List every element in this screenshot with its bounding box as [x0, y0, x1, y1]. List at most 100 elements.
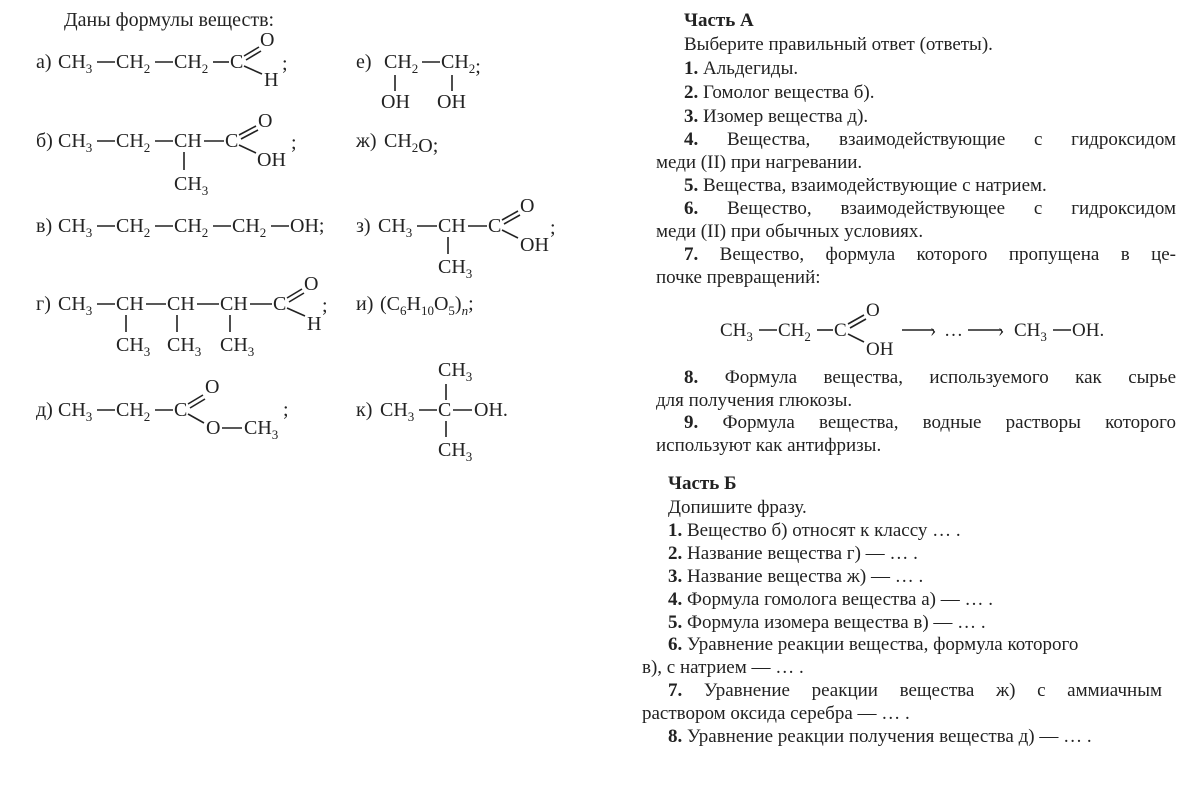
formula-b: б) CH3 CH2 CH C O OH ; CH3 [36, 110, 297, 198]
svg-text:CH3: CH3 [378, 215, 412, 240]
part-b-item: 5. Формула изомера вещества в) — … . [668, 612, 986, 633]
part-b-item: 3. Название вещества ж) — … . [668, 566, 924, 587]
svg-text:CH: CH [174, 130, 202, 152]
svg-text:ж): ж) [355, 130, 376, 152]
svg-text:C: C [174, 399, 187, 421]
svg-text:C: C [225, 130, 238, 152]
part-a-item-cont: для получения глюкозы. [656, 390, 853, 411]
part-b-item-cont: в), с натрием — … . [642, 657, 804, 678]
svg-text:O: O [205, 376, 219, 398]
svg-text:CH2: CH2 [232, 215, 266, 240]
svg-text:O: O [304, 273, 318, 295]
part-b-item: 8. Уравнение реакции получения вещества … [668, 726, 1092, 747]
svg-text:CH: CH [220, 293, 248, 315]
svg-text:з): з) [356, 215, 371, 237]
formula-i: и) (C6H10O5)n; [356, 293, 474, 318]
formula-e: е) CH2 CH2; OH OH [356, 51, 481, 113]
svg-text:е): е) [356, 51, 372, 73]
part-b-item: 4. Формула гомолога вещества а) — … . [668, 589, 993, 610]
reaction-chain: CH3 CH2 C O OH › … › CH3 OH. [720, 300, 1104, 360]
part-a-item: 5. Вещества, взаимодействующие с натрием… [684, 175, 1047, 196]
svg-text:CH: CH [116, 293, 144, 315]
formulas-column: Даны формулы веществ: а) CH3 CH2 CH2 C O… [36, 9, 556, 464]
svg-text:(C6H10O5)n;: (C6H10O5)n; [380, 293, 474, 318]
svg-text:H: H [264, 69, 278, 91]
formula-zh: ж) CH2O; [355, 130, 438, 157]
svg-text:в): в) [36, 215, 52, 237]
svg-text:CH2: CH2 [116, 130, 150, 155]
formula-d: д) CH3 CH2 C O O CH3 ; [36, 376, 289, 442]
formulas-heading: Даны формулы веществ: [64, 9, 274, 31]
svg-text:CH2: CH2 [384, 51, 418, 76]
svg-text:C: C [834, 320, 847, 341]
svg-text:CH3: CH3 [380, 399, 414, 424]
svg-text:CH2: CH2 [116, 215, 150, 240]
svg-text:C: C [230, 51, 243, 73]
svg-text:OH: OH [257, 149, 286, 171]
svg-text:CH3: CH3 [116, 334, 150, 359]
part-a-title: Часть А [684, 10, 754, 31]
svg-text:CH3: CH3 [1014, 320, 1047, 344]
svg-text:CH3: CH3 [58, 293, 92, 318]
svg-text:б): б) [36, 130, 53, 152]
svg-text:O: O [258, 110, 272, 132]
svg-text:C: C [488, 215, 501, 237]
svg-text:CH3: CH3 [220, 334, 254, 359]
svg-text:›: › [998, 320, 1004, 341]
part-a-item: 6. Вещество, взаимодействующее с гидрокс… [684, 198, 1177, 219]
svg-text:CH2: CH2 [174, 51, 208, 76]
svg-text:CH2: CH2 [778, 320, 811, 344]
svg-text:CH3: CH3 [58, 130, 92, 155]
svg-text:OH: OH [381, 91, 410, 113]
svg-text:;: ; [322, 295, 328, 317]
svg-text:CH3: CH3 [720, 320, 753, 344]
part-a-item-cont: почке превращений: [656, 267, 821, 288]
svg-text:;: ; [291, 132, 297, 154]
formula-z: з) CH3 CH C O OH ; CH3 [356, 195, 556, 281]
svg-text:OH;: OH; [290, 215, 324, 237]
svg-text:…: … [944, 320, 963, 341]
svg-text:OH.: OH. [474, 399, 508, 421]
svg-text:CH2: CH2 [116, 399, 150, 424]
svg-text:O: O [260, 29, 274, 51]
svg-text:;: ; [550, 217, 556, 239]
svg-text:O: O [520, 195, 534, 217]
svg-text:г): г) [36, 293, 51, 315]
svg-text:CH3: CH3 [58, 51, 92, 76]
svg-text:CH3: CH3 [167, 334, 201, 359]
svg-text:CH2: CH2 [174, 215, 208, 240]
svg-text:C: C [273, 293, 286, 315]
svg-text:CH3: CH3 [438, 439, 472, 464]
part-b-title: Часть Б [668, 473, 737, 494]
part-a-item: 7. Вещество, формула которого пропущена … [684, 244, 1177, 265]
svg-text:к): к) [356, 399, 372, 421]
svg-text:OH.: OH. [1072, 320, 1104, 341]
formula-a: а) CH3 CH2 CH2 C O H ; [36, 29, 288, 91]
svg-text:CH3: CH3 [58, 215, 92, 240]
part-a-item: 3. Изомер вещества д). [684, 106, 869, 127]
svg-text:CH2;: CH2; [441, 51, 481, 78]
svg-text:CH3: CH3 [58, 399, 92, 424]
part-b-item: 1. Вещество б) относят к классу … . [668, 520, 961, 541]
svg-text:O: O [206, 417, 220, 439]
part-a-item: 4. Вещества, взаимодействующие с гидрокс… [684, 129, 1177, 150]
svg-text:OH: OH [437, 91, 466, 113]
formula-v: в) CH3 CH2 CH2 CH2 OH; [36, 215, 324, 240]
part-b-instruction: Допишите фразу. [668, 497, 807, 518]
svg-text:;: ; [283, 399, 289, 421]
part-b-item: 7. Уравнение реакции вещества ж) с аммиа… [668, 680, 1162, 701]
part-a-item: 8. Формула вещества, используемого как с… [684, 367, 1177, 388]
svg-text:CH2: CH2 [116, 51, 150, 76]
part-a-instruction: Выберите правильный ответ (ответы). [684, 34, 993, 55]
svg-text:и): и) [356, 293, 373, 315]
part-a-item-cont: меди (II) при нагревании. [656, 152, 863, 173]
part-a-item: 1. Альдегиды. [684, 58, 799, 79]
formula-g: г) CH3 CH CH CH C O H ; CH3 CH [36, 273, 328, 359]
svg-text:CH3: CH3 [174, 173, 208, 198]
formula-k: к) CH3 C OH. CH3 CH3 [356, 359, 508, 464]
svg-text:CH3: CH3 [244, 417, 278, 442]
part-b-item-cont: раствором оксида серебра — … . [642, 703, 910, 724]
svg-text:CH2O;: CH2O; [384, 130, 438, 157]
svg-text:›: › [930, 320, 936, 341]
